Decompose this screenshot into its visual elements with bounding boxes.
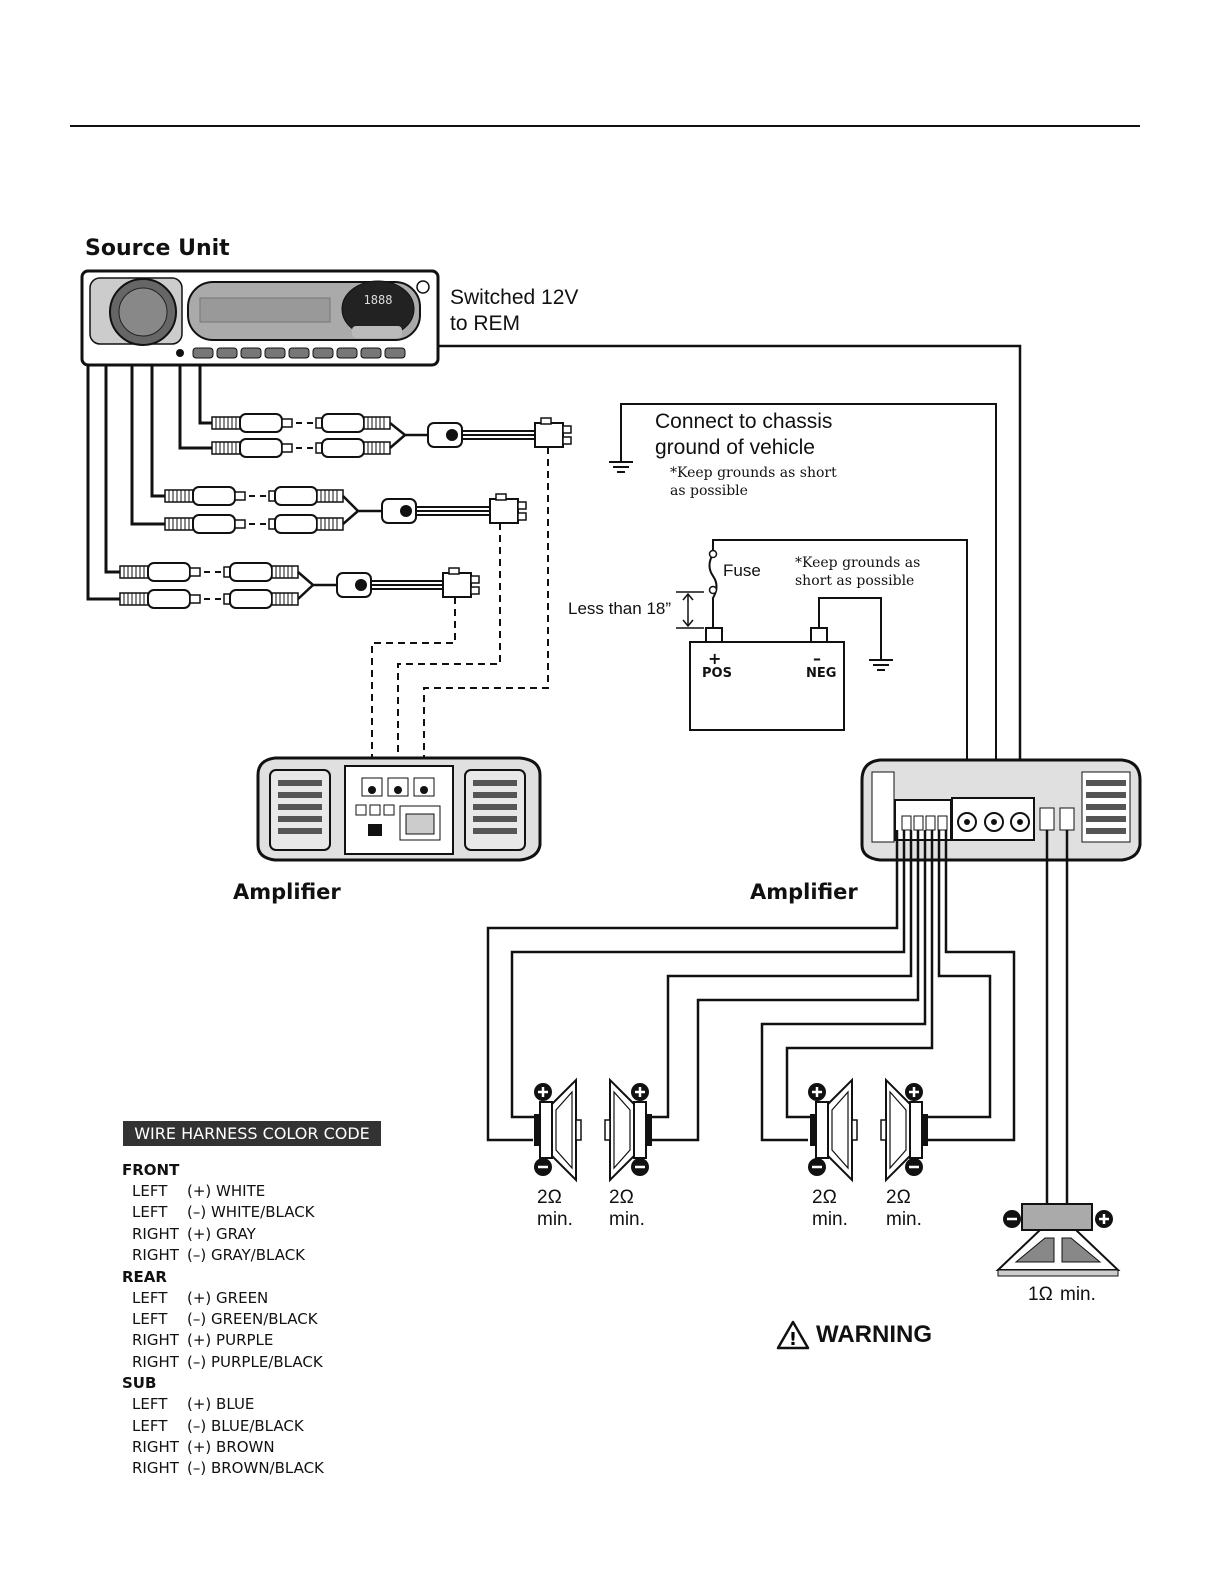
chassis-line2: ground of vehicle <box>655 436 815 459</box>
battery-neg-label: NEG <box>806 666 837 681</box>
speaker-3-min: min. <box>812 1209 848 1230</box>
speaker-2-min: min. <box>609 1209 645 1230</box>
splitter-bodies <box>336 422 535 598</box>
warning-banner: ! WARNING <box>776 1320 932 1350</box>
harness-row: RIGHT(–) GRAY/BLACK <box>132 1246 306 1265</box>
harness-row: LEFT(+) BLUE <box>132 1395 255 1414</box>
speaker-4-impedance: 2Ω <box>886 1187 911 1208</box>
harness-row: LEFT(–) GREEN/BLACK <box>132 1309 318 1328</box>
speaker-1-impedance: 2Ω <box>537 1187 562 1208</box>
wire-harness-list: FRONT LEFT(+) WHITE LEFT(–) WHITE/BLACK … <box>122 1160 324 1480</box>
rca-leads <box>86 365 212 601</box>
svg-text:!: ! <box>789 1329 797 1350</box>
source-unit: 1888 <box>80 269 440 367</box>
speaker-2-impedance: 2Ω <box>609 1187 634 1208</box>
harness-row: RIGHT(+) GRAY <box>132 1224 256 1243</box>
warning-triangle-icon: ! <box>776 1320 810 1350</box>
less-than-label: Less than 18” <box>568 599 672 618</box>
battery-neg-symbol: – <box>813 649 821 668</box>
dashed-signal-runs <box>371 447 549 778</box>
source-display-clock: 1888 <box>364 293 393 307</box>
speaker-4-min: min. <box>886 1209 922 1230</box>
power-wire <box>712 539 968 815</box>
to-rem-label: to REM <box>450 312 521 335</box>
rem-wire <box>438 344 1022 815</box>
left-amplifier-label: Amplifier <box>233 880 341 904</box>
subwoofer-impedance: 1Ω <box>1028 1284 1053 1305</box>
y-splitters <box>297 422 428 600</box>
fuse-label: Fuse <box>723 561 761 580</box>
harness-row: LEFT(+) GREEN <box>132 1288 269 1307</box>
harness-row: RIGHT(–) BROWN/BLACK <box>132 1459 324 1478</box>
harness-row: RIGHT(+) BROWN <box>132 1437 275 1456</box>
harness-group-front: FRONT <box>122 1161 180 1179</box>
length-marker <box>676 591 704 629</box>
keep-short-note-1b: as possible <box>670 483 748 499</box>
battery-pos-label: POS <box>702 666 732 681</box>
speaker-1-min: min. <box>537 1209 573 1230</box>
right-amplifier-label: Amplifier <box>750 880 858 904</box>
harness-row: RIGHT(–) PURPLE/BLACK <box>132 1352 323 1371</box>
chassis-line1: Connect to chassis <box>655 410 833 433</box>
harness-row: LEFT(+) WHITE <box>132 1182 266 1200</box>
keep-short-note-1a: *Keep grounds as short <box>670 465 837 481</box>
chassis-ground-wire <box>620 403 997 815</box>
subwoofer-min: min. <box>1060 1284 1096 1305</box>
switched-12v-label: Switched 12V <box>450 286 579 309</box>
keep-short-note-2a: *Keep grounds as <box>795 555 921 571</box>
speaker-wires <box>486 830 1069 1204</box>
subwoofer <box>995 1203 1121 1277</box>
source-unit-title: Source Unit <box>85 236 230 261</box>
battery <box>689 627 845 731</box>
harness-row: LEFT(–) BLUE/BLACK <box>132 1416 304 1435</box>
harness-row: RIGHT(+) PURPLE <box>132 1331 274 1350</box>
negative-ground-wire <box>818 597 882 650</box>
harness-group-rear: REAR <box>122 1267 167 1286</box>
harness-row: LEFT(–) WHITE/BLACK <box>132 1203 315 1222</box>
keep-short-note-2b: short as possible <box>795 573 915 589</box>
harness-group-sub: SUB <box>122 1374 157 1393</box>
left-amplifier <box>256 756 542 862</box>
speaker-3-impedance: 2Ω <box>812 1187 837 1208</box>
wire-harness-title: WIRE HARNESS COLOR CODE <box>123 1121 381 1146</box>
warning-text: WARNING <box>816 1321 932 1348</box>
battery-pos-symbol: + <box>708 649 722 668</box>
